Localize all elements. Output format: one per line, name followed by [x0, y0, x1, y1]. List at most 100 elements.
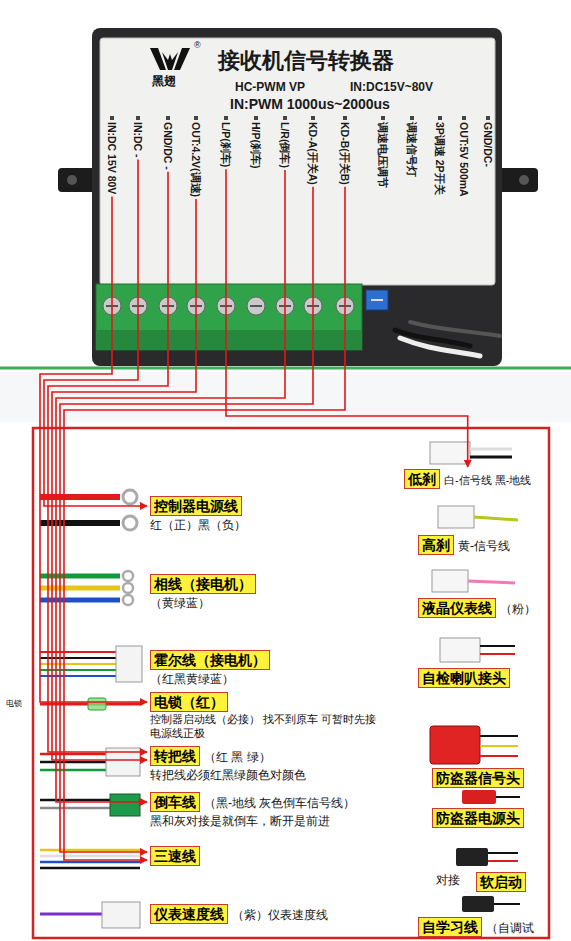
- terminal-dots: [410, 116, 414, 120]
- converter-housing: [58, 28, 538, 366]
- converter-housing: [92, 28, 502, 366]
- soft-start-connector: [456, 848, 518, 866]
- output-cables: [410, 322, 500, 336]
- low-brake-connector: [470, 448, 512, 451]
- wire-name: 软启动: [476, 872, 526, 892]
- terminal-name: GND/DC -: [162, 122, 174, 170]
- note-label: 黑翅: [152, 73, 176, 90]
- reverse-connector: [110, 794, 140, 816]
- panel-text: IN:PWM 1000us~2000us: [230, 96, 390, 112]
- terminal-name: OUT:4.2V(调速): [190, 122, 202, 197]
- wire-note: （黄绿蓝）: [150, 595, 256, 611]
- logo-mark: [150, 48, 190, 70]
- terminal-label: IN:DC 15V 80V: [105, 122, 119, 194]
- wire-label: 液晶仪表线（粉）: [418, 598, 536, 618]
- alarm-power-connector: [462, 790, 520, 804]
- three-speed-wires: [40, 861, 140, 864]
- terminal-dots: [343, 116, 347, 120]
- terminal-label: 调速电压调节: [376, 122, 390, 188]
- terminal-dots: [283, 116, 287, 120]
- throttle-connector: [40, 769, 108, 772]
- wire-name: 倒车线: [150, 792, 200, 812]
- terminal-label: 调速信号灯: [405, 122, 419, 177]
- terminal-label: OUT:5V 500mA: [457, 122, 471, 197]
- wire-name: 自学习线: [418, 917, 482, 937]
- terminal-name: KD-B(开关B): [339, 122, 351, 185]
- terminal-name: L/R(倒车): [279, 122, 291, 168]
- terminal-label: GND/DC -: [161, 122, 175, 170]
- wire-note: （红黑黄绿蓝）: [150, 671, 270, 687]
- logo-mark: [174, 48, 190, 70]
- note-label: 对接: [436, 872, 460, 889]
- terminal-label: GND/DC-: [481, 122, 495, 167]
- wiring-arrow: [60, 187, 313, 852]
- wire-label: 控制器电源线红（正）黑（负）: [150, 496, 246, 533]
- panel-text: 接收机信号转换器: [218, 46, 394, 76]
- wire-label: 霍尔线（接电机）（红黑黄绿蓝）: [150, 650, 270, 687]
- wire-label: 低刹白-信号线 黑-地线: [404, 469, 531, 489]
- terminal-label: 3P调速 2P开关: [433, 122, 447, 195]
- terminal-screw: [250, 305, 262, 307]
- wire-note: （自调试: [486, 921, 534, 935]
- wire-note: 红（正）黑（负）: [150, 517, 246, 533]
- wire-name: 防盗器电源头: [432, 808, 524, 828]
- terminal-dots: [224, 116, 228, 120]
- self-learn-connector: [462, 896, 520, 912]
- alarm-signal-connector: [430, 726, 518, 764]
- speed-connector: [40, 902, 140, 928]
- wire-label: 防盗器电源头: [432, 808, 524, 828]
- terminal-dots: [486, 116, 490, 120]
- terminal-name: 调速电压调节: [377, 122, 389, 188]
- horn-connector: [440, 638, 480, 662]
- throttle-connector: [40, 761, 108, 764]
- note-label: ®: [194, 40, 201, 50]
- terminal-label: L/P(刹车): [219, 122, 233, 167]
- terminal-block: [96, 284, 362, 350]
- terminal-dots: [110, 116, 490, 120]
- high-brake-connector: [438, 506, 518, 528]
- terminal-block: [96, 330, 362, 350]
- wire-name: 电锁（红）: [150, 692, 228, 712]
- wire-name: 三速线: [150, 846, 200, 866]
- power-wires: [123, 490, 137, 504]
- converter-housing: [519, 175, 529, 185]
- terminal-dots: [462, 116, 466, 120]
- soft-start-connector: [488, 852, 518, 854]
- logo-mark: [162, 52, 178, 70]
- panel-text: IN:DC15V~80V: [350, 80, 433, 94]
- converter-housing: [100, 38, 495, 285]
- reverse-connector: [40, 799, 112, 802]
- terminal-name: GND/DC-: [482, 122, 494, 167]
- alarm-signal-connector: [480, 745, 518, 747]
- wire-name: 液晶仪表线: [418, 598, 496, 618]
- wire-name: 自检喇叭接头: [418, 668, 510, 688]
- logo-mark: [150, 48, 166, 70]
- output-cables: [400, 338, 480, 356]
- wire-name: 霍尔线（接电机）: [150, 650, 270, 670]
- phase-wires: [123, 595, 133, 605]
- panel-frame: [33, 428, 549, 938]
- terminal-dots: [381, 116, 385, 120]
- terminal-dots: [194, 116, 198, 120]
- converter-housing: [67, 175, 77, 185]
- terminal-dots: [110, 116, 114, 120]
- terminal-dots: [311, 116, 315, 120]
- wire-note: 转把线必须红黑绿颜色对颜色: [150, 767, 306, 783]
- wire-note: （紫）仪表速度线: [232, 908, 328, 922]
- low-brake-connector: [430, 442, 470, 464]
- phase-wires: [40, 571, 133, 605]
- wire-name: 控制器电源线: [150, 496, 242, 516]
- power-wires: [123, 516, 137, 530]
- low-brake-connector: [470, 456, 512, 459]
- speed-connector: [102, 902, 140, 928]
- high-brake-connector: [474, 517, 518, 520]
- wire-note: 白-信号线 黑-地线: [444, 474, 531, 486]
- wiring-arrow: [56, 170, 285, 802]
- terminal-screw: [103, 297, 354, 315]
- horn-connector: [480, 653, 515, 655]
- soft-start-connector: [456, 848, 488, 866]
- wire-label: 高刹黄-信号线: [418, 535, 510, 555]
- terminal-name: 调速信号灯: [406, 122, 418, 177]
- panel-text: HC-PWM VP: [235, 80, 305, 94]
- alarm-power-connector: [462, 790, 496, 804]
